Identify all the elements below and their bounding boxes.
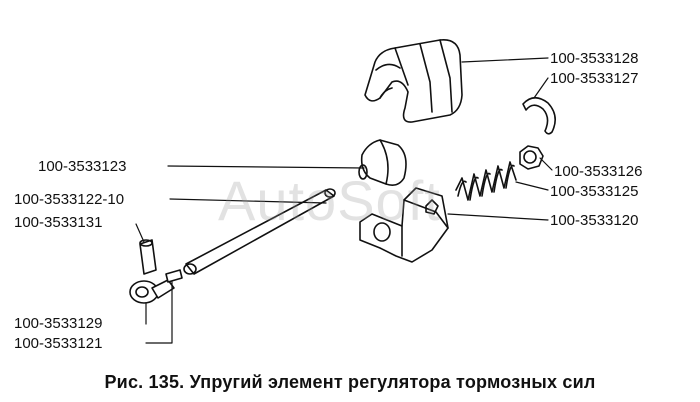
part-label-127: 100-3533127 <box>550 70 639 87</box>
part-label-125: 100-3533125 <box>550 183 639 200</box>
pin-sleeve-part <box>139 239 157 275</box>
part-label-122: 100-3533122-10 <box>14 191 125 208</box>
leader-line-123 <box>167 165 365 169</box>
leader-line-120 <box>447 213 549 221</box>
leader-line-121 <box>145 281 173 344</box>
leader-line-122 <box>169 198 327 204</box>
figure-caption: Рис. 135. Упругий элемент регулятора тор… <box>104 372 596 392</box>
leader-line-128 <box>461 57 549 63</box>
nut-part <box>519 145 544 170</box>
part-label-120: 100-3533120 <box>550 212 639 229</box>
rubber-cover-part <box>364 38 463 123</box>
spring-part <box>455 161 517 201</box>
ball-joint-part <box>129 279 175 304</box>
rubber-boot-part <box>358 139 407 186</box>
bolt-part <box>165 269 183 283</box>
bracket-part <box>359 187 449 263</box>
leader-line-125 <box>515 181 549 191</box>
leader-line-127 <box>533 77 549 99</box>
rod-part <box>183 188 336 275</box>
leader-line-131 <box>135 223 145 243</box>
retaining-clip-part <box>522 96 556 135</box>
part-label-131: 100-3533131 <box>14 214 103 231</box>
part-label-126: 100-3533126 <box>554 163 643 180</box>
part-label-129: 100-3533129 <box>14 315 103 332</box>
part-label-128: 100-3533128 <box>550 50 639 67</box>
part-label-123: 100-3533123 <box>38 158 127 175</box>
watermark: AutoSoft <box>218 169 441 232</box>
part-label-121: 100-3533121 <box>14 335 103 352</box>
leader-line-126 <box>539 157 553 171</box>
leader-lines <box>135 57 553 344</box>
